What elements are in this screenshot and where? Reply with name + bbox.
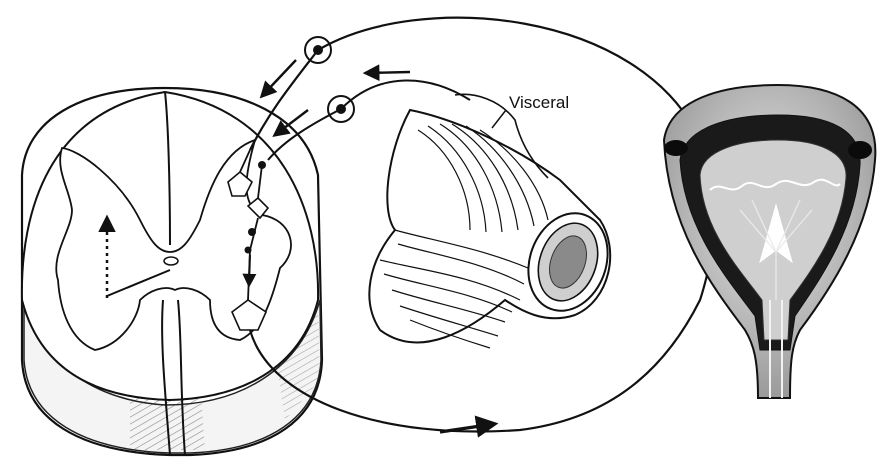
arrow-afferent-2 [366, 72, 410, 73]
visceral-label: Visceral [509, 93, 569, 112]
ureter-left [664, 140, 688, 156]
spinal-cord-section [22, 88, 322, 455]
arrow-afferent-1 [262, 60, 296, 96]
afferent-fiber-gut [341, 80, 470, 109]
afferent-fiber-bladder [318, 18, 700, 140]
arrow-descending-interneuron [249, 255, 250, 285]
bladder [664, 85, 875, 398]
ureter-right [848, 141, 872, 159]
gut-segment: Visceral [369, 93, 620, 348]
visceral-label-leader [492, 110, 506, 128]
central-canal [164, 257, 178, 265]
